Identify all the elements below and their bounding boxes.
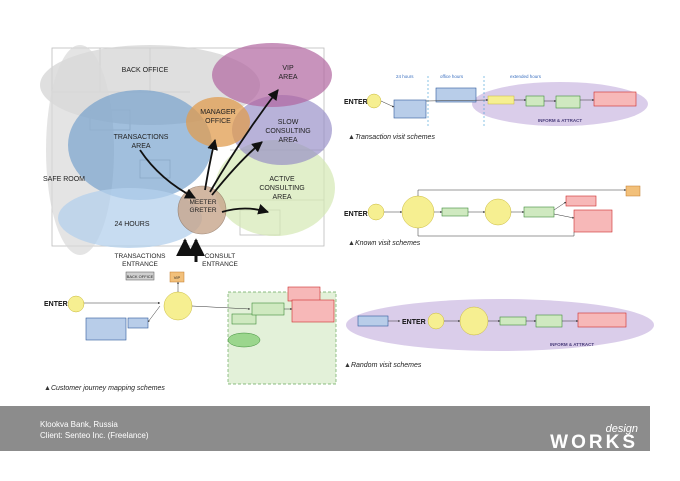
known-scheme: ENTER ▲Known visit schemes — [344, 185, 641, 247]
label-safe-room: SAFE ROOM — [43, 176, 85, 183]
transaction-box-meeter — [487, 95, 515, 105]
label-transactions-2: AREA — [131, 143, 150, 150]
random-scheme: ENTER INFORM & ATTRACT ▲Random visit sch… — [344, 299, 654, 369]
label-active-2: CONSULTING — [259, 185, 304, 192]
journey-box-teller — [127, 317, 149, 329]
zone-transactions — [68, 90, 212, 200]
transaction-phase-24h: 24 hours — [396, 74, 414, 79]
known-box-red-2 — [573, 209, 613, 233]
zone-active-consulting — [215, 140, 335, 236]
journey-back-office-label: BACK OFFICE — [127, 274, 154, 279]
transaction-node-entry — [366, 93, 382, 109]
known-enter: ENTER — [344, 211, 368, 218]
transaction-box-red — [593, 91, 637, 107]
label-slow-1: SLOW — [278, 119, 299, 126]
random-caption: ▲Random visit schemes — [344, 362, 422, 369]
known-node-meeter-1 — [401, 195, 435, 229]
transaction-inform-attract: INFORM & ATTRACT — [538, 118, 582, 123]
floor-plan: BACK OFFICE VIP AREA MANAGER OFFICE TRAN… — [40, 43, 335, 268]
label-slow-3: AREA — [278, 137, 297, 144]
random-node-meeter — [459, 306, 489, 336]
label-trans-entrance-2: ENTRANCE — [122, 261, 158, 268]
brand-works: WORKS — [550, 432, 638, 453]
random-enter: ENTER — [402, 319, 426, 326]
random-box-interactive — [499, 316, 527, 326]
transaction-phase-extended: extended hours — [510, 74, 542, 79]
transaction-box-teller — [435, 87, 477, 103]
journey-enter: ENTER — [44, 301, 68, 308]
known-box-interactive — [441, 207, 469, 217]
known-box-red-1 — [565, 195, 597, 207]
journey-box-consulting — [251, 302, 285, 316]
footer-bar: Klookva Bank, Russia Client: Senteo Inc.… — [0, 406, 650, 453]
random-box-consulting — [535, 314, 563, 328]
journey-vip-label: VIP — [174, 275, 181, 280]
brand-design: design — [605, 423, 638, 435]
transaction-enter: ENTER — [344, 99, 368, 106]
transaction-box-interactive — [525, 95, 545, 107]
label-manager-1: MANAGER — [200, 109, 235, 116]
random-node-entry — [427, 312, 445, 330]
label-active-1: ACTIVE — [269, 176, 295, 183]
transaction-scheme: 24 hours office hours extended hours ENT… — [344, 74, 648, 141]
journey-cloud — [227, 332, 261, 348]
footer-client: Client: Senteo Inc. (Freelance) — [40, 431, 149, 440]
flow-arrows — [139, 89, 279, 262]
footer-project: Klookva Bank, Russia — [40, 420, 118, 429]
label-trans-entrance-1: TRANSACTIONS — [115, 253, 167, 260]
label-active-3: AREA — [272, 194, 291, 201]
known-box-vip — [625, 185, 641, 197]
label-meeter-2: GRETER — [189, 207, 216, 214]
transaction-box-atm — [393, 99, 427, 119]
label-vip-2: AREA — [278, 74, 297, 81]
transaction-phase-office: office hours — [440, 74, 464, 79]
journey-box-back-office — [125, 271, 155, 281]
journey-caption: ▲Customer journey mapping schemes — [44, 385, 165, 392]
journey-box-interactive — [231, 313, 257, 325]
zone-vip — [212, 43, 332, 107]
transaction-box-consulting — [555, 95, 581, 109]
label-slow-2: CONSULTING — [265, 128, 310, 135]
label-manager-2: OFFICE — [205, 118, 231, 125]
journey-node-entry — [67, 295, 85, 313]
known-node-entry — [367, 203, 385, 221]
known-box-consulting — [523, 206, 555, 218]
known-node-meeter-2 — [484, 198, 512, 226]
label-meeter-1: MEETER — [189, 199, 216, 206]
journey-box-vip-red — [287, 286, 321, 302]
label-transactions-1: TRANSACTIONS — [114, 134, 169, 141]
zone-24-hours — [58, 188, 202, 248]
known-caption: ▲Known visit schemes — [348, 240, 421, 247]
journey-box-self — [85, 317, 127, 341]
label-consult-entrance-1: CONSULT — [205, 253, 236, 260]
random-box-red — [577, 312, 627, 328]
customer-journey-scheme: ENTER BACK OFFICE VIP ▲Customer journey … — [44, 271, 337, 392]
label-24-hours: 24 HOURS — [114, 221, 149, 228]
random-box-blue — [357, 315, 389, 327]
zone-manager — [186, 97, 250, 147]
journey-node-meeter — [163, 291, 193, 321]
transaction-caption: ▲Transaction visit schemes — [348, 134, 435, 141]
random-inform-attract: INFORM & ATTRACT — [550, 342, 594, 347]
label-vip-1: VIP — [282, 65, 294, 72]
label-consult-entrance-2: ENTRANCE — [202, 261, 238, 268]
journey-box-red-2 — [291, 299, 335, 323]
label-back-office: BACK OFFICE — [122, 67, 169, 74]
